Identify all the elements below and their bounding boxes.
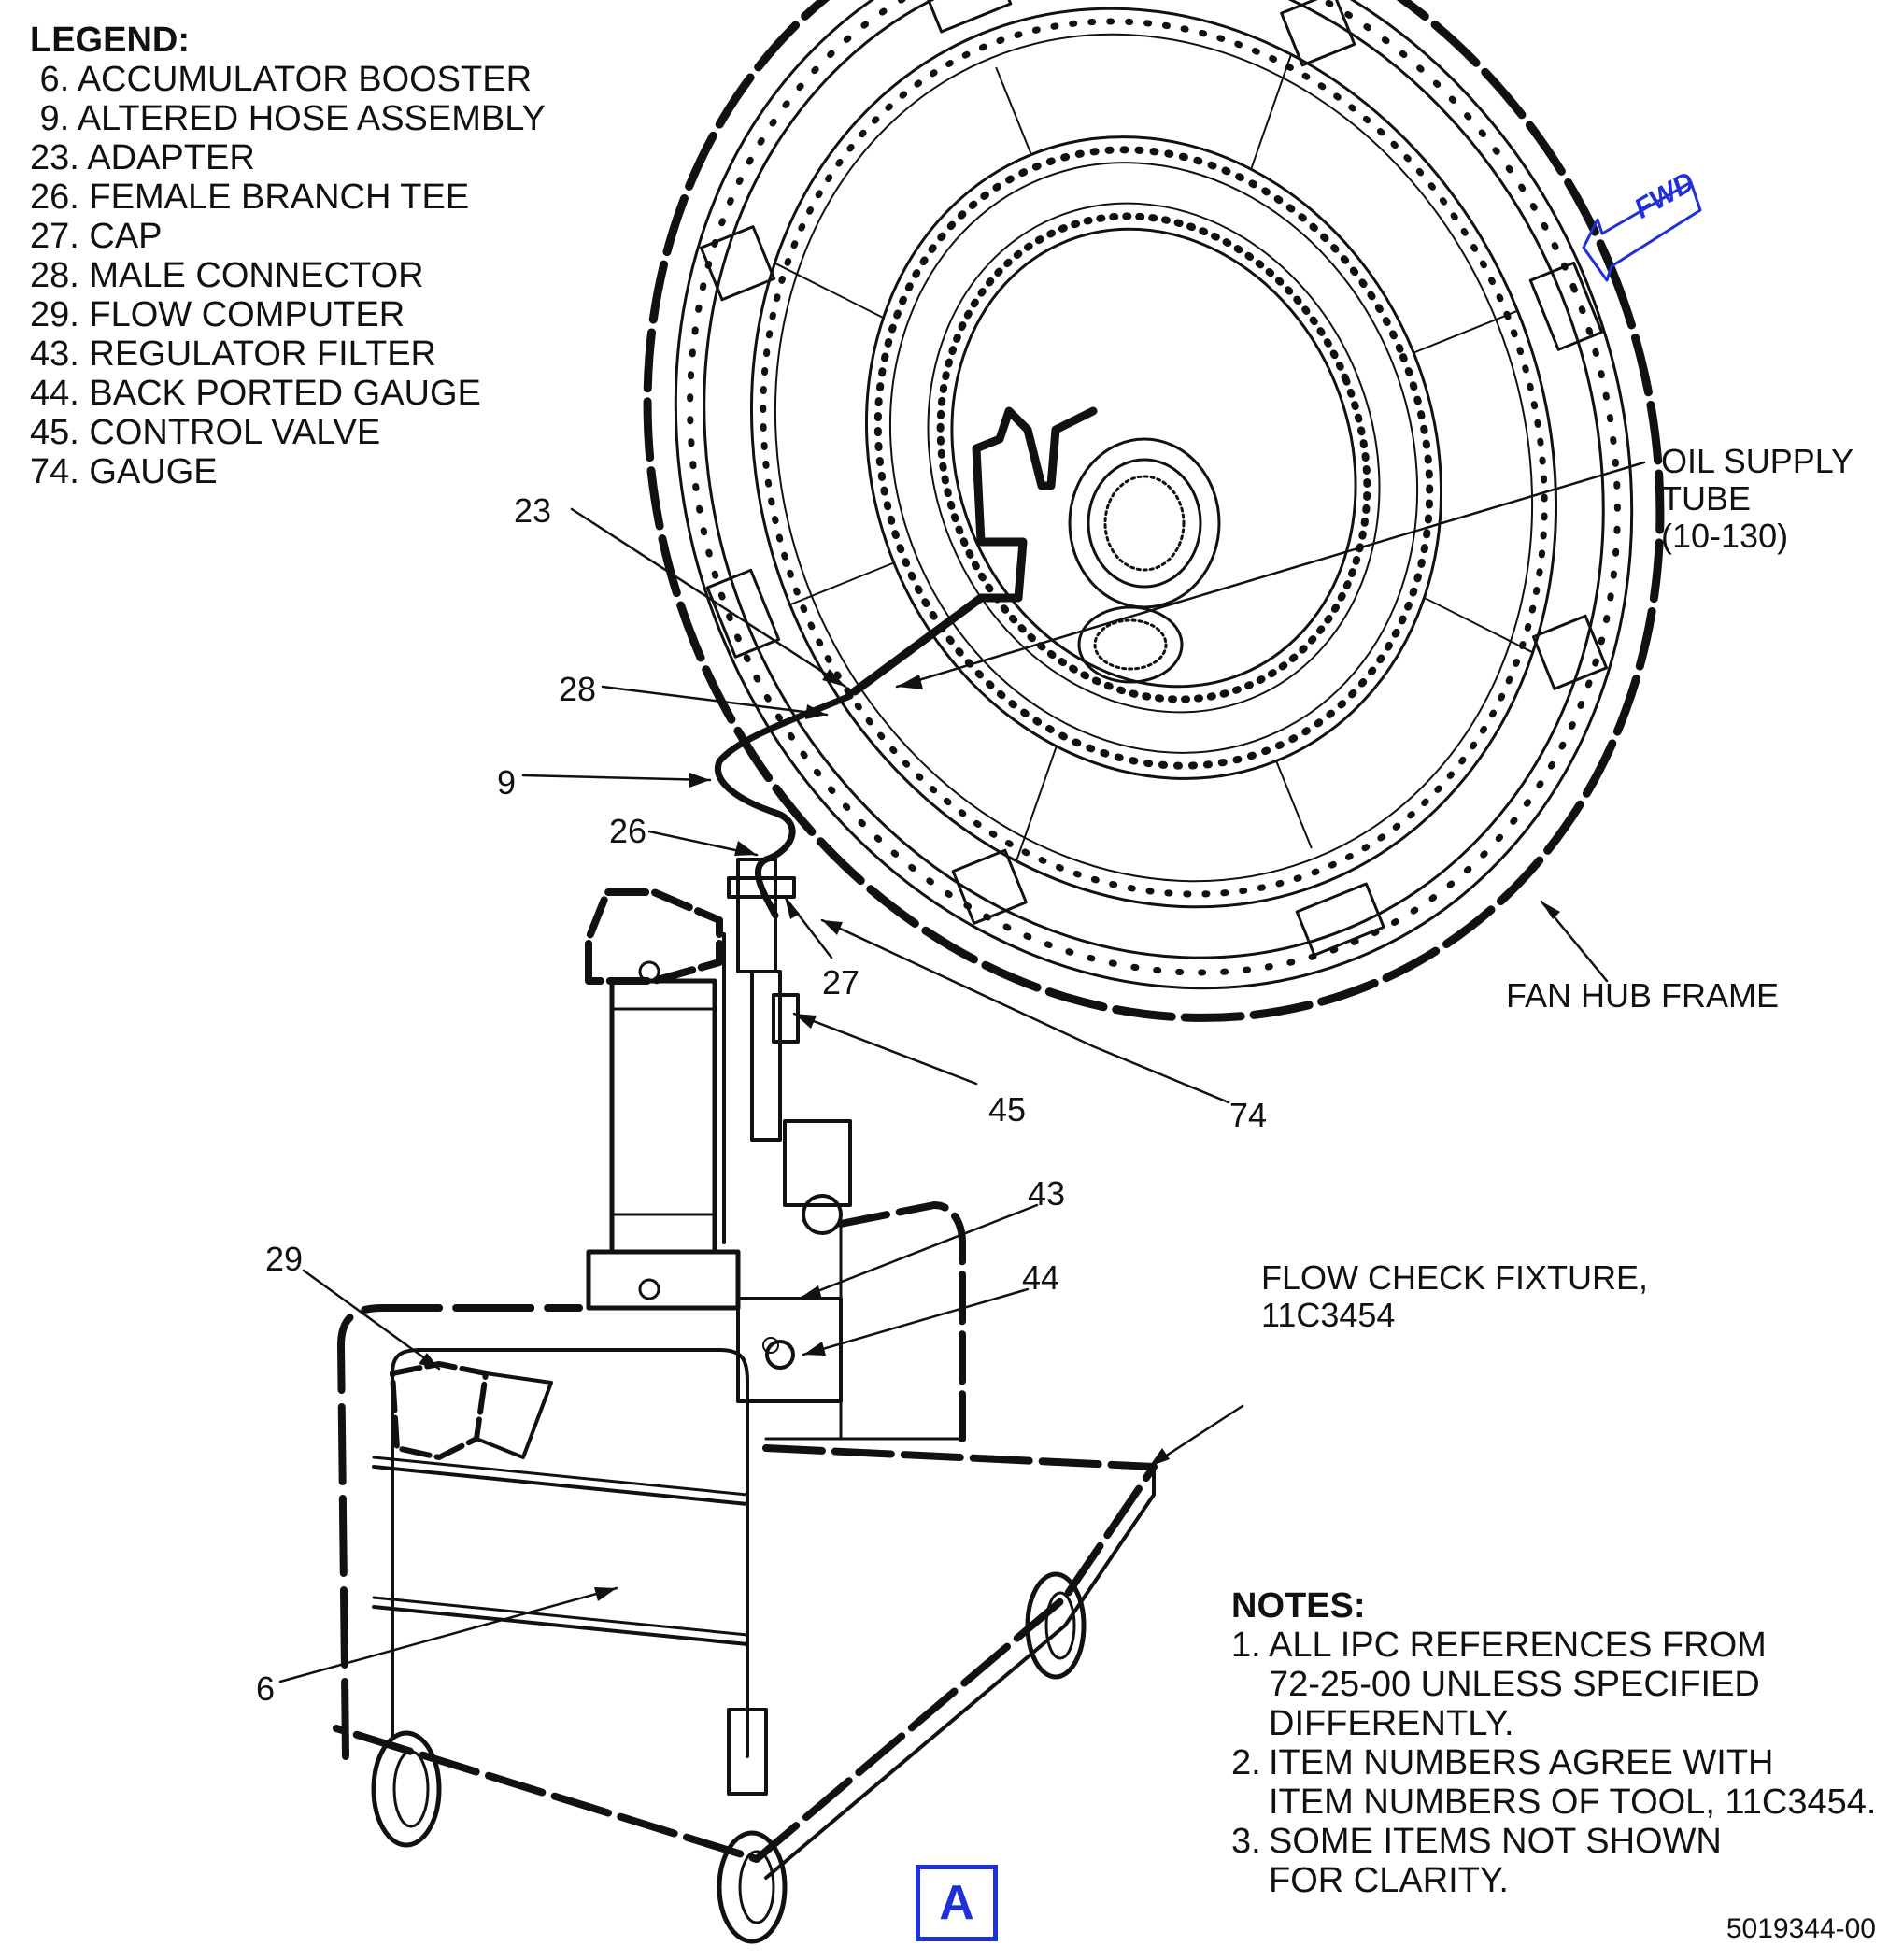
legend-item: 26. FEMALE BRANCH TEE — [30, 178, 470, 217]
notes-title: NOTES: — [1231, 1586, 1366, 1626]
legend-item: 74. GAUGE — [30, 452, 218, 491]
legend-item: 28. MALE CONNECTOR — [30, 256, 424, 295]
note-number: 3. — [1231, 1822, 1261, 1861]
callout-oil-supply-tube: OIL SUPPLY TUBE (10-130) — [1661, 442, 1854, 555]
callout-fan-hub-frame: FAN HUB FRAME — [1506, 976, 1780, 1015]
fan-hub-frame — [643, 0, 1665, 1022]
callout-6: 6 — [256, 1669, 276, 1708]
legend-item: 44. BACK PORTED GAUGE — [30, 374, 481, 413]
legend-item: 9. ALTERED HOSE ASSEMBLY — [30, 99, 546, 138]
note-text: ITEM NUMBERS AGREE WITH ITEM NUMBERS OF … — [1269, 1743, 1877, 1822]
callout-28: 28 — [559, 670, 597, 708]
oil-supply-tube — [850, 406, 1098, 696]
cart-frame — [333, 1304, 1158, 1880]
callout-29: 29 — [265, 1240, 304, 1278]
leader-lines — [278, 461, 1646, 1683]
regulator-group — [736, 1119, 852, 1403]
callout-9: 9 — [497, 763, 517, 802]
callout-27: 27 — [822, 963, 860, 1001]
reservoir-tank — [764, 1201, 966, 1442]
valve-stack — [727, 858, 800, 1142]
legend-item: 6. ACCUMULATOR BOOSTER — [30, 60, 533, 99]
fwd-arrow-icon — [1582, 180, 1702, 282]
legend-item: 29. FLOW COMPUTER — [30, 295, 405, 334]
note-text: ALL IPC REFERENCES FROM 72-25-00 UNLESS … — [1269, 1626, 1767, 1743]
legend: LEGEND: 6. ACCUMULATOR BOOSTER 9. ALTERE… — [30, 21, 546, 491]
arrowheads — [419, 669, 1560, 1601]
legend-item: 27. CAP — [30, 217, 163, 256]
flow-computer — [390, 1361, 553, 1460]
legend-item: 23. ADAPTER — [30, 138, 255, 178]
note-item: 2. ITEM NUMBERS AGREE WITH ITEM NUMBERS … — [1231, 1743, 1876, 1822]
altered-hose-assembly — [714, 692, 854, 919]
cart-wheels — [371, 1571, 1087, 1944]
view-label-box: A — [916, 1865, 998, 1941]
legend-item: 45. CONTROL VALVE — [30, 413, 381, 452]
hub-center — [1068, 437, 1221, 684]
note-number: 1. — [1231, 1626, 1261, 1665]
callout-26: 26 — [609, 812, 647, 850]
note-item: 3. SOME ITEMS NOT SHOWN FOR CLARITY. — [1231, 1822, 1876, 1900]
legend-title: LEGEND: — [30, 21, 190, 60]
accumulator-booster — [585, 888, 741, 1311]
callout-flow-check-fixture: FLOW CHECK FIXTURE, 11C3454 — [1261, 1258, 1649, 1334]
notes: NOTES: 1. ALL IPC REFERENCES FROM 72-25-… — [1231, 1586, 1876, 1900]
callout-44: 44 — [1022, 1258, 1060, 1297]
callout-23: 23 — [514, 491, 552, 530]
callout-43: 43 — [1028, 1174, 1066, 1213]
document-number: 5019344-00 — [1726, 1913, 1876, 1944]
callout-74: 74 — [1229, 1096, 1268, 1134]
note-item: 1. ALL IPC REFERENCES FROM 72-25-00 UNLE… — [1231, 1626, 1876, 1743]
callout-45: 45 — [988, 1090, 1027, 1129]
legend-item: 43. REGULATOR FILTER — [30, 334, 436, 374]
note-text: SOME ITEMS NOT SHOWN FOR CLARITY. — [1269, 1822, 1722, 1900]
note-number: 2. — [1231, 1743, 1261, 1782]
